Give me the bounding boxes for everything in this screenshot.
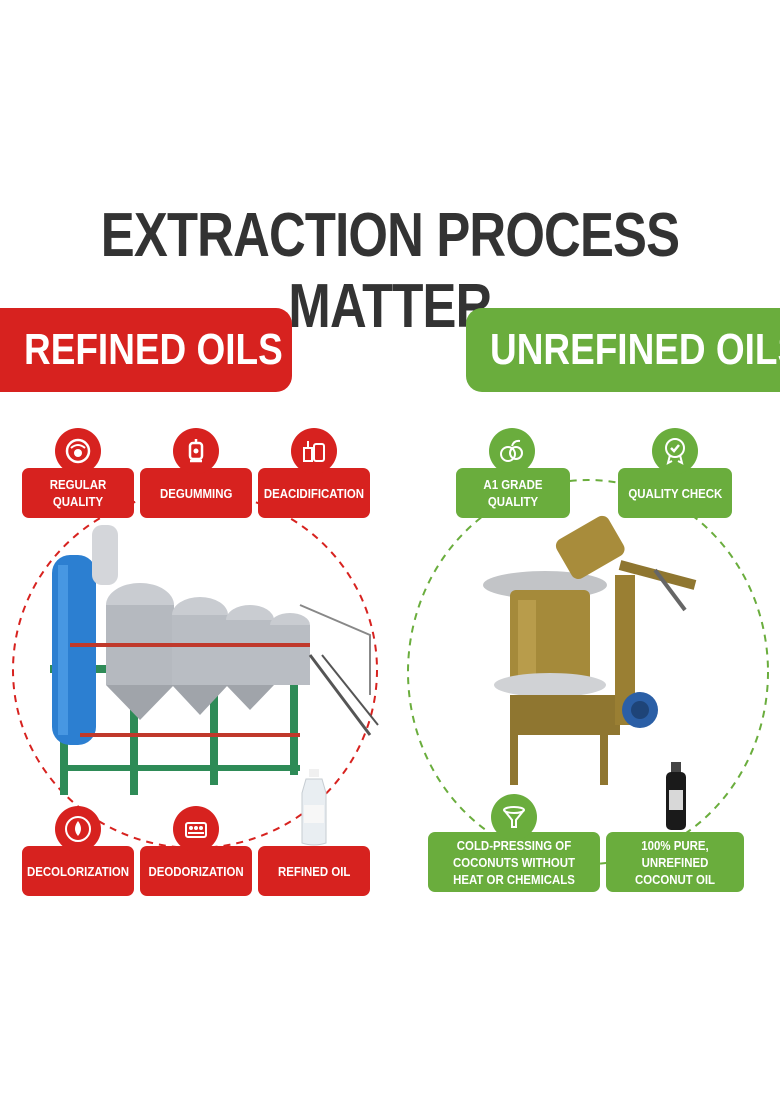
funnel-icon <box>491 794 537 840</box>
cold-pressing-badge: COLD-PRESSING OF COCONUTS WITHOUT HEAT O… <box>428 832 600 892</box>
unrefined-oils-banner: UNREFINED OILS <box>466 308 780 392</box>
oil-press-machine-image <box>483 515 697 785</box>
pure-coconut-oil-badge: 100% PURE, UNREFINED COCONUT OIL <box>606 832 744 892</box>
coconut-icon <box>55 428 101 474</box>
factory-icon <box>291 428 337 474</box>
refined-oil-badge: REFINED OIL <box>258 846 370 896</box>
regular-quality-badge: REGULAR QUALITY <box>22 468 134 518</box>
oil-bottle-icon <box>291 769 337 852</box>
machine-icon <box>173 806 219 852</box>
refined-oils-banner: REFINED OILS <box>0 308 292 392</box>
tank-icon <box>173 428 219 474</box>
coconut-icon <box>489 428 535 474</box>
refinery-plant-image <box>50 525 379 795</box>
deacidification-badge: DEACIDIFICATION <box>258 468 370 518</box>
bottle-icon <box>653 762 699 840</box>
a1-grade-quality-badge: A1 GRADE QUALITY <box>456 468 570 518</box>
check-badge-icon <box>652 428 698 474</box>
drop-icon <box>55 806 101 852</box>
decolorization-badge: DECOLORIZATION <box>22 846 134 896</box>
page-title: EXTRACTION PROCESS MATTER <box>100 201 680 341</box>
quality-check-badge: QUALITY CHECK <box>618 468 732 518</box>
degumming-badge: DEGUMMING <box>140 468 252 518</box>
deodorization-badge: DEODORIZATION <box>140 846 252 896</box>
